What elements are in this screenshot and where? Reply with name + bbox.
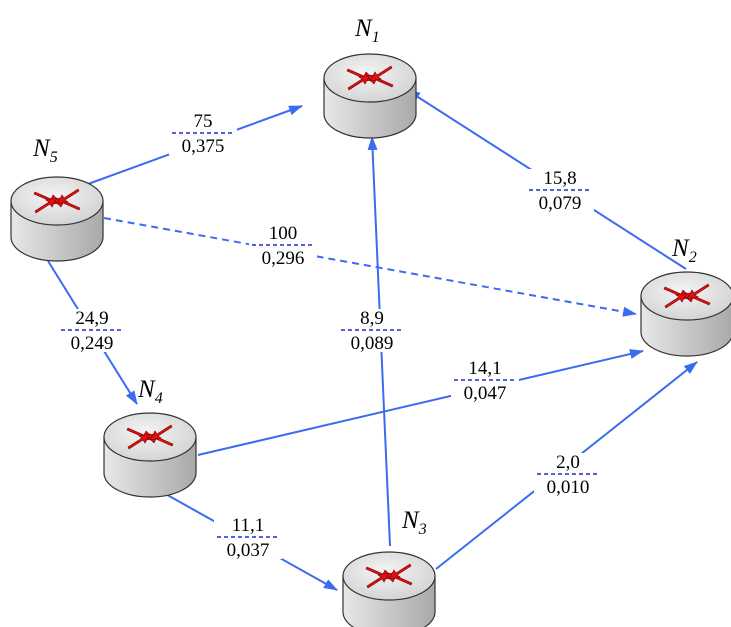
edge-value-top: 11,1: [232, 515, 265, 536]
node-name: N3: [401, 507, 427, 538]
edge-label-n4-n2: 14,1 0,047: [451, 358, 519, 404]
edge-value-top: 24,9: [75, 308, 108, 329]
edge-n4-n2: [197, 349, 644, 456]
edge-value-top: 75: [194, 111, 213, 132]
router-node-n2[interactable]: N2: [640, 235, 731, 357]
edge-value-bottom: 0,037: [227, 540, 270, 561]
edge-value-top: 2,0: [556, 452, 580, 473]
node-name: N4: [137, 376, 163, 407]
edge-value-bottom: 0,010: [547, 477, 590, 498]
router-node-n4[interactable]: N4: [103, 376, 197, 498]
edge-value-top: 8,9: [360, 308, 384, 329]
edge-label-n5-n4: 24,9 0,249: [58, 308, 126, 354]
edge-value-top: 100: [269, 223, 298, 244]
edge-label-n3-n1: 8,9 0,089: [338, 308, 406, 354]
router-node-n1[interactable]: N1: [323, 15, 417, 139]
edge-label-n3-n2: 2,0 0,010: [534, 452, 602, 498]
edge-label-n5-n1: 75 0,375: [169, 111, 237, 157]
edge-label-n4-n3: 11,1 0,037: [214, 515, 282, 561]
router-node-n3[interactable]: N3: [342, 507, 436, 627]
edge-value-bottom: 0,375: [182, 136, 225, 157]
edge-value-bottom: 0,047: [464, 383, 507, 404]
router-icon: [640, 271, 731, 357]
node-name: N1: [354, 15, 380, 46]
node-name: N5: [32, 135, 58, 166]
router-icon: [10, 176, 104, 262]
edge-label-n5-n2: 100 0,296: [249, 223, 317, 269]
edge-value-bottom: 0,249: [71, 333, 114, 354]
router-icon: [342, 551, 436, 627]
edge-value-top: 15,8: [543, 168, 576, 189]
router-icon: [103, 412, 197, 498]
router-node-n5[interactable]: N5: [10, 135, 104, 262]
edge-value-bottom: 0,079: [539, 193, 582, 214]
edge-value-bottom: 0,089: [351, 333, 394, 354]
edge-n5-n2: [103, 217, 637, 317]
edge-labels-layer: 75 0,375 15,8 0,079 100 0,296 24,9 0,249 8,9 0,08…: [58, 111, 602, 561]
router-icon: [323, 53, 417, 139]
edge-label-n2-n1: 15,8 0,079: [526, 168, 594, 214]
node-name: N2: [671, 235, 697, 266]
edge-value-bottom: 0,296: [262, 248, 305, 269]
edge-value-top: 14,1: [468, 358, 501, 379]
